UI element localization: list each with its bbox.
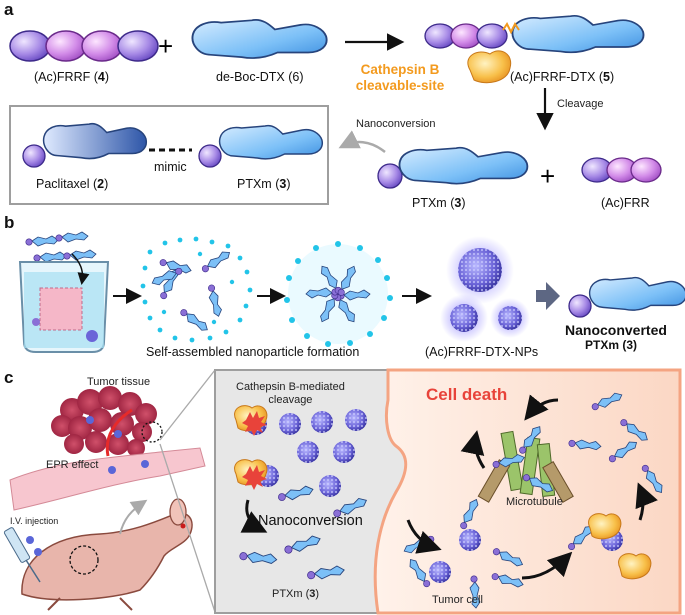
frrf-peptide-icon: [9, 30, 159, 62]
frrf-dtx-conjugate-icon: [424, 14, 645, 84]
panel-a-label: a: [4, 0, 14, 19]
tumor-cell-label: Tumor cell: [432, 594, 483, 606]
dtx-drug-icon: [191, 18, 328, 59]
panel-c: [3, 368, 682, 615]
plus-sign-2: +: [540, 161, 555, 191]
cell-death-label: Cell death: [426, 385, 508, 404]
conjugate-label: (Ac)FRRF-DTX (5): [510, 70, 615, 84]
ptxm-c-label: PTXm (3): [272, 588, 320, 600]
uptake-arrow: [406, 519, 442, 554]
nps-label: (Ac)FRRF-DTX-NPs: [425, 345, 539, 359]
self-assembly-icon: [140, 236, 253, 343]
dtx-label: de-Boc-DTX (6): [216, 70, 304, 84]
self-assembled-label: Self-assembled nanoparticle formation: [146, 345, 360, 359]
paclitaxel-label: Paclitaxel (2): [36, 177, 109, 191]
epr-label: EPR effect: [46, 459, 99, 471]
nanoconversion-label: Nanoconversion: [356, 118, 436, 130]
intracellular-particles: [401, 390, 666, 609]
release-arrow: [521, 551, 573, 580]
pour-arrow: [71, 253, 90, 285]
paclitaxel-icon: [22, 122, 148, 168]
assembled-micelle-icon: [284, 241, 393, 347]
mimic-label: mimic: [154, 160, 187, 174]
tumor-tissue-label: Tumor tissue: [87, 376, 151, 388]
binding-arrow: [635, 482, 658, 521]
blood-vessel-icon: [9, 447, 206, 511]
tumor-tissue-icon: [51, 386, 163, 457]
frr-peptide-icon: [581, 157, 662, 183]
zoom-line-bottom: [159, 443, 216, 613]
injection-arrow: [119, 499, 148, 535]
nanoparticles-icon: [440, 236, 530, 342]
panel-b-label: b: [4, 213, 15, 232]
nanoconverted-ptxm-label: PTXm (3): [585, 338, 638, 352]
microtubule-label: Microtubule: [506, 496, 563, 508]
panel-b: [18, 231, 685, 353]
beaker-icon: [18, 261, 110, 353]
nanoconversion-arrow-c: [240, 499, 268, 533]
cleavage-site-icon: [502, 22, 520, 35]
ptxm-box-label: PTXm (3): [237, 177, 291, 191]
frr-label: (Ac)FRR: [601, 196, 650, 210]
iv-label: I.V. injection: [10, 516, 59, 526]
nanoconversion-arrow: [338, 130, 386, 153]
panel-c-label: c: [4, 368, 14, 387]
plus-sign: +: [158, 31, 173, 61]
microtubule-icon: [477, 423, 574, 504]
ptxm-product-icon: [377, 146, 529, 189]
nanoconversion-c-label: Nanoconversion: [258, 513, 363, 529]
zoom-line-top: [159, 369, 216, 441]
cleavage-label: Cleavage: [557, 98, 604, 110]
panel-a: + +: [9, 14, 662, 205]
frrf-label: (Ac)FRRF (4): [34, 70, 109, 84]
ptxm-label: PTXm (3): [412, 196, 466, 210]
extracellular-particles: [234, 405, 370, 520]
cathepsin-b-enzyme-icon: [467, 50, 512, 84]
nanoconverted-label: Nanoconverted: [565, 322, 667, 338]
conversion-arrow-icon: [536, 282, 560, 310]
cell-death-arrow: [524, 394, 559, 421]
ptxm-box-icon: [198, 124, 324, 168]
nanoconverted-ptxm-icon: [568, 276, 685, 318]
death-arrow-2: [460, 430, 486, 469]
syringe-icon: [3, 527, 42, 583]
